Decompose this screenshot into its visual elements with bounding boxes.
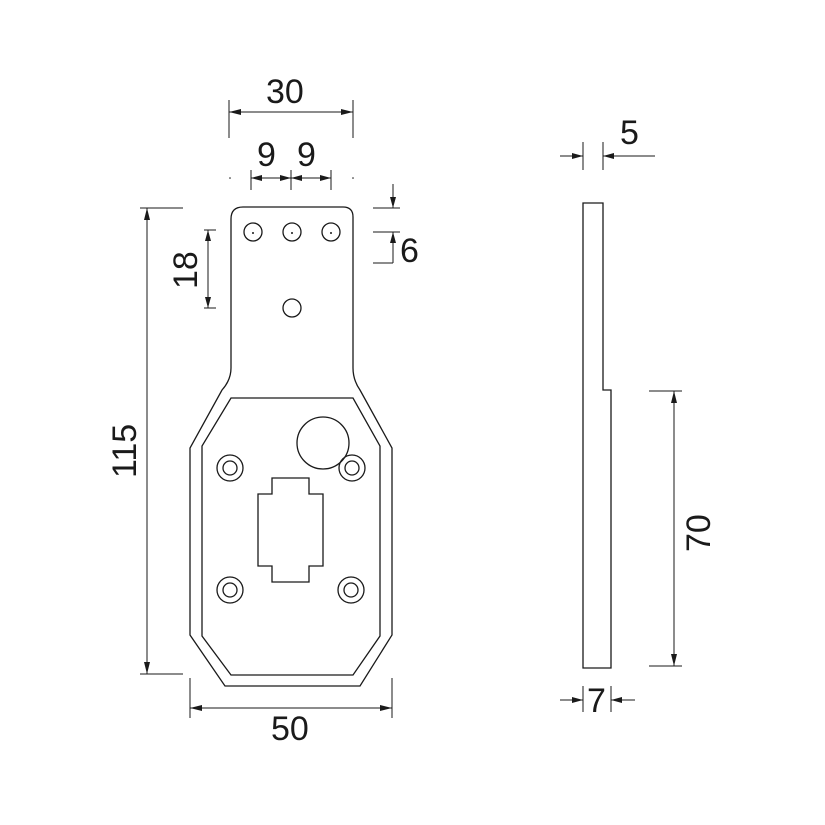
top-hole-left <box>243 222 263 242</box>
mount-hole-bottom-left <box>216 576 244 604</box>
dimension-label-hole-spacing-right: 9 <box>297 136 316 174</box>
mount-hole-bottom-right <box>337 576 365 604</box>
dimension-top-width: 30 <box>228 73 354 138</box>
dimension-base-thickness: 7 <box>560 682 635 720</box>
dimension-label-top-width: 30 <box>266 73 304 111</box>
dimension-label-total-height: 115 <box>106 424 144 478</box>
dimension-top-thickness: 5 <box>560 114 655 170</box>
middle-hole <box>282 298 302 318</box>
dimension-label-base-height: 70 <box>680 514 718 552</box>
top-hole-center <box>282 222 302 242</box>
mount-hole-top-left <box>216 454 244 482</box>
dimension-total-height: 115 <box>106 207 183 675</box>
dimension-label-base-thickness: 7 <box>587 682 606 720</box>
dimension-top-hole-offset: 6 <box>373 184 419 270</box>
bracket-outline <box>189 206 393 687</box>
dimension-label-hole-spacing-left: 9 <box>257 136 276 174</box>
cable-hole <box>296 416 350 470</box>
front-view: 30 9 9 6 <box>106 73 419 748</box>
dimension-hole-spacing: 9 9 <box>229 136 354 190</box>
side-profile <box>582 202 612 669</box>
dimension-upper-hole-spacing: 18 <box>167 229 216 309</box>
mount-hole-top-right <box>338 454 366 482</box>
connector-cutout <box>257 477 324 583</box>
dimension-label-base-width: 50 <box>271 710 309 748</box>
top-hole-right <box>321 222 341 242</box>
dimension-label-upper-hole-spacing: 18 <box>167 251 205 289</box>
dimension-base-height: 70 <box>649 390 718 667</box>
inner-recess-outline <box>201 397 381 676</box>
dimension-label-top-hole-offset: 6 <box>400 232 419 270</box>
dimension-label-top-thickness: 5 <box>620 114 639 152</box>
side-view: 5 70 7 <box>560 114 718 720</box>
dimension-base-width: 50 <box>189 678 393 748</box>
